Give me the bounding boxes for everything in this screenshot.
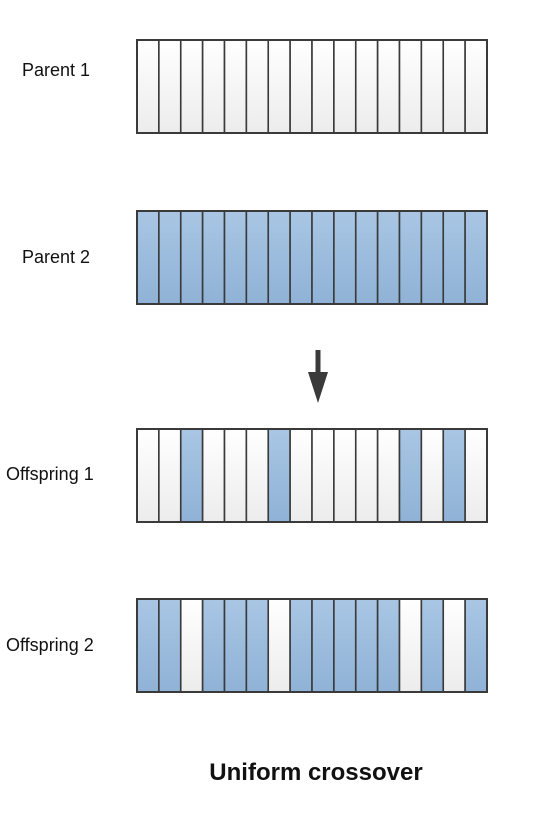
offspring1-label: Offspring 1 bbox=[6, 464, 94, 484]
offspring1-gene-6 bbox=[245, 428, 270, 523]
offspring2-gene-3 bbox=[179, 598, 204, 693]
offspring2-gene-9 bbox=[311, 598, 335, 693]
offspring2-gene-13 bbox=[398, 598, 423, 693]
parent1-gene-11 bbox=[354, 39, 379, 134]
parent1-chromosome bbox=[136, 39, 488, 134]
offspring2-chromosome bbox=[136, 598, 488, 693]
parent2-gene-7 bbox=[267, 210, 291, 305]
parent1-gene-2 bbox=[158, 39, 182, 134]
parent1-gene-9 bbox=[311, 39, 335, 134]
parent2-gene-15 bbox=[442, 210, 466, 305]
offspring1-gene-11 bbox=[354, 428, 379, 523]
offspring1-gene-9 bbox=[311, 428, 335, 523]
parent2-label: Parent 2 bbox=[22, 247, 91, 267]
offspring2-gene-10 bbox=[333, 598, 357, 693]
parent2-gene-16 bbox=[464, 210, 488, 305]
parent2-gene-6 bbox=[245, 210, 270, 305]
offspring1-gene-10 bbox=[333, 428, 357, 523]
offspring1-gene-16 bbox=[464, 428, 488, 523]
offspring2-outline bbox=[136, 598, 488, 693]
parent1-gene-7 bbox=[267, 39, 291, 134]
parent1-gene-8 bbox=[289, 39, 313, 134]
parent2-gene-1 bbox=[136, 210, 160, 305]
offspring1-gene-7 bbox=[267, 428, 291, 523]
offspring1-gene-3 bbox=[179, 428, 204, 523]
offspring2-gene-1 bbox=[136, 598, 160, 693]
parent1-gene-12 bbox=[376, 39, 401, 134]
parent2-gene-8 bbox=[289, 210, 313, 305]
parent1-gene-10 bbox=[333, 39, 357, 134]
parent2-gene-5 bbox=[223, 210, 248, 305]
parent1-label: Parent 1 bbox=[22, 60, 91, 80]
offspring2-label: Offspring 2 bbox=[6, 635, 94, 655]
down-arrow-icon bbox=[308, 350, 328, 403]
offspring1-gene-15 bbox=[442, 428, 466, 523]
offspring2-gene-16 bbox=[464, 598, 488, 693]
offspring1-gene-13 bbox=[398, 428, 423, 523]
parent1-gene-16 bbox=[464, 39, 488, 134]
offspring2-gene-8 bbox=[289, 598, 313, 693]
offspring1-gene-12 bbox=[376, 428, 401, 523]
offspring1-outline bbox=[136, 428, 488, 523]
parent2-chromosome bbox=[136, 210, 488, 305]
parent2-gene-10 bbox=[333, 210, 357, 305]
parent1-gene-3 bbox=[179, 39, 204, 134]
offspring1-gene-1 bbox=[136, 428, 160, 523]
offspring2-gene-11 bbox=[354, 598, 379, 693]
offspring1-gene-2 bbox=[158, 428, 182, 523]
diagram-caption: Uniform crossover bbox=[209, 759, 423, 786]
offspring1-gene-4 bbox=[201, 428, 226, 523]
offspring2-gene-12 bbox=[376, 598, 401, 693]
parent2-outline bbox=[136, 210, 488, 305]
parent1-gene-15 bbox=[442, 39, 466, 134]
parent2-gene-9 bbox=[311, 210, 335, 305]
parent2-gene-3 bbox=[179, 210, 204, 305]
offspring1-gene-5 bbox=[223, 428, 248, 523]
offspring2-gene-14 bbox=[420, 598, 445, 693]
offspring1-gene-14 bbox=[420, 428, 445, 523]
offspring1-gene-8 bbox=[289, 428, 313, 523]
parent2-gene-14 bbox=[420, 210, 445, 305]
parent2-gene-11 bbox=[354, 210, 379, 305]
parent2-gene-2 bbox=[158, 210, 182, 305]
offspring2-gene-5 bbox=[223, 598, 248, 693]
parent2-gene-12 bbox=[376, 210, 401, 305]
parent2-gene-13 bbox=[398, 210, 423, 305]
parent1-outline bbox=[136, 39, 488, 134]
offspring2-gene-7 bbox=[267, 598, 291, 693]
parent1-gene-4 bbox=[201, 39, 226, 134]
parent1-gene-6 bbox=[245, 39, 270, 134]
parent2-gene-4 bbox=[201, 210, 226, 305]
offspring2-gene-15 bbox=[442, 598, 466, 693]
parent1-gene-13 bbox=[398, 39, 423, 134]
parent1-gene-14 bbox=[420, 39, 445, 134]
parent1-gene-5 bbox=[223, 39, 248, 134]
offspring2-gene-6 bbox=[245, 598, 270, 693]
offspring2-gene-2 bbox=[158, 598, 182, 693]
offspring1-chromosome bbox=[136, 428, 488, 523]
parent1-gene-1 bbox=[136, 39, 160, 134]
offspring2-gene-4 bbox=[201, 598, 226, 693]
